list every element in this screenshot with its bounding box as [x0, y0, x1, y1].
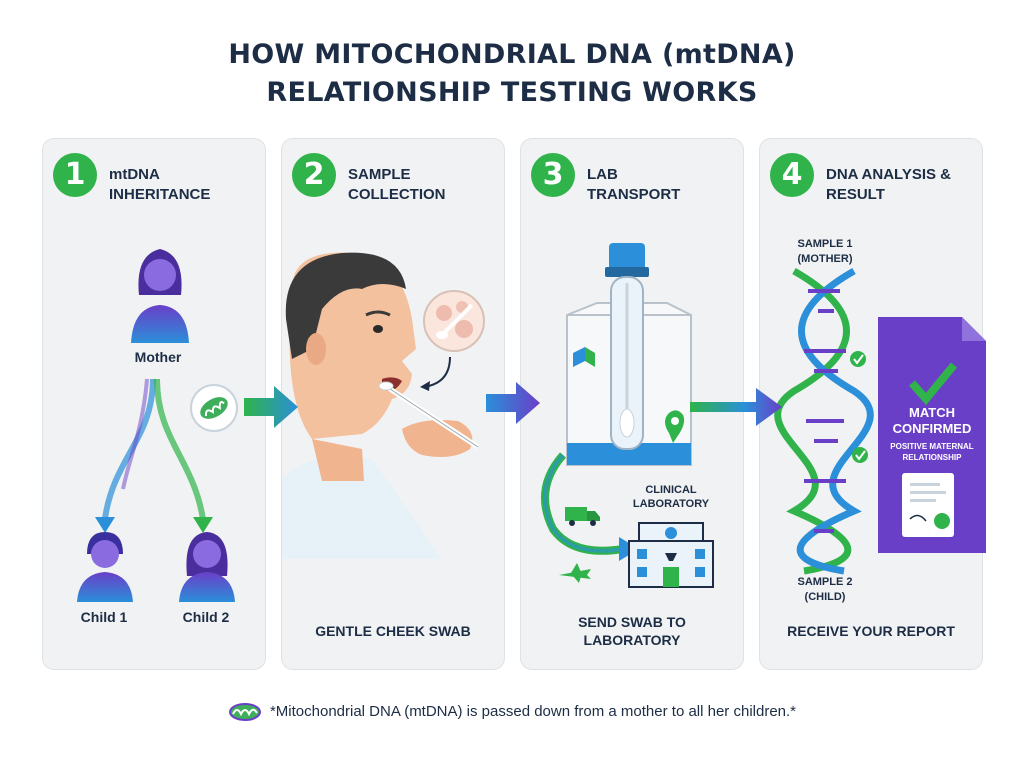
- title-line-1: HOW MITOCHONDRIAL DNA (mtDNA): [228, 39, 796, 70]
- step-4-badge: 4: [770, 153, 814, 197]
- sample-kit-icon: [566, 243, 692, 466]
- cheek-cells-zoom-icon: [423, 290, 485, 352]
- match-confirmed-text: MATCH CONFIRMED: [892, 405, 972, 436]
- mother-icon: [131, 249, 189, 343]
- step-3-badge: 3: [531, 153, 575, 197]
- step-2-badge: 2: [292, 153, 336, 197]
- dna-helix-icon: [774, 267, 874, 575]
- child-2-label: Child 2: [182, 609, 230, 625]
- lineage-lines: [95, 378, 213, 533]
- step-2-caption: GENTLE CHEEK SWAB: [315, 623, 471, 639]
- child-1-icon: [77, 532, 133, 602]
- arrow-step-3-to-4: [690, 388, 782, 426]
- step-1-panel: 1 mtDNA INHERITANCE Mother Child 1 Child…: [42, 138, 266, 670]
- step-4-caption: RECEIVE YOUR REPORT: [787, 623, 955, 639]
- page-title: HOW MITOCHONDRIAL DNA (mtDNA) RELATIONSH…: [0, 36, 1024, 112]
- arrow-step-2-to-3: [486, 382, 540, 424]
- sample-1-label: SAMPLE 1 (MOTHER): [797, 238, 853, 265]
- mother-label: Mother: [134, 349, 182, 365]
- step-2-title: SAMPLE COLLECTION: [348, 166, 446, 203]
- sample-2-label: SAMPLE 2 (CHILD): [797, 576, 853, 603]
- relationship-text: POSITIVE MATERNAL RELATIONSHIP: [890, 442, 974, 462]
- step-2-panel: 2 SAMPLE COLLECTION GENTLE: [281, 138, 505, 670]
- step-3-title: LAB TRANSPORT: [587, 166, 681, 203]
- child-2-icon: [179, 532, 235, 602]
- arrow-step-1-to-2: [244, 386, 298, 428]
- pointer-arrow-icon: [420, 356, 451, 391]
- footer-note-text: *Mitochondrial DNA (mtDNA) is passed dow…: [269, 702, 797, 720]
- mitochondria-icon: [190, 384, 238, 432]
- laboratory-building-icon: [628, 522, 714, 588]
- step-3-caption: SEND SWAB TO LABORATORY: [578, 614, 686, 648]
- footer-note: *Mitochondrial DNA (mtDNA) is passed dow…: [0, 702, 1024, 722]
- lab-label: CLINICAL LABORATORY: [632, 484, 710, 510]
- truck-icon: [565, 507, 600, 526]
- child-1-label: Child 1: [80, 609, 128, 625]
- match-report-document: [878, 317, 986, 553]
- title-line-2: RELATIONSHIP TESTING WORKS: [266, 77, 758, 108]
- step-1-title: mtDNA INHERITANCE: [109, 166, 211, 203]
- airplane-icon: [559, 563, 591, 583]
- step-4-panel: 4 DNA ANALYSIS & RESULT SAMPLE 1 (MOTHER…: [759, 138, 986, 670]
- person-swab-illustration: [282, 252, 480, 559]
- step-4-title: DNA ANALYSIS & RESULT: [826, 166, 952, 203]
- mitochondria-footer-icon: [228, 702, 262, 722]
- step-1-badge: 1: [53, 153, 97, 197]
